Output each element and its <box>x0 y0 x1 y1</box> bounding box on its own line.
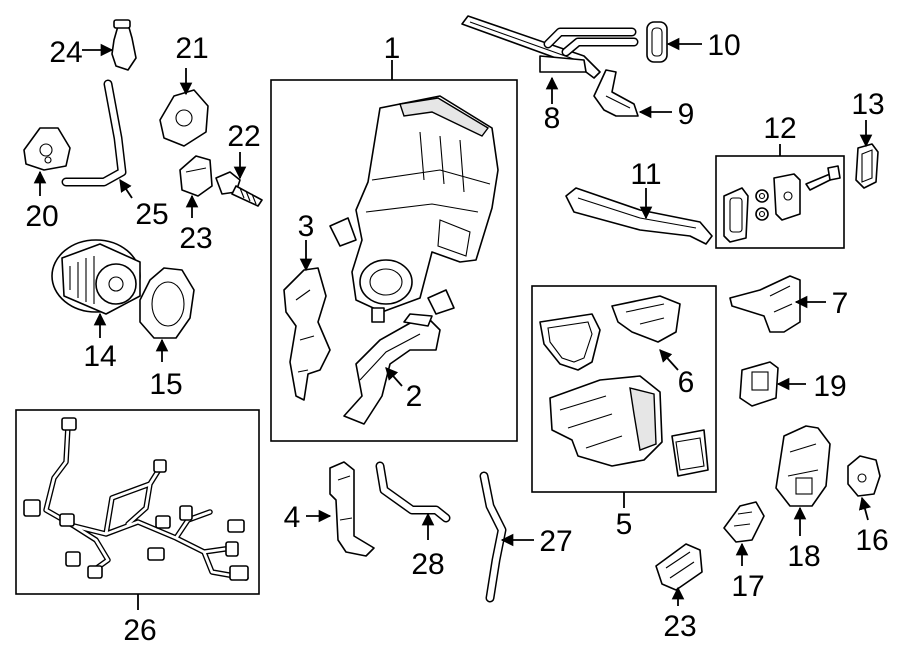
wiring-harness-part[interactable] <box>23 417 249 581</box>
leader-lines <box>33 37 873 610</box>
callout-9: 9 <box>678 98 695 131</box>
long-bracket-part[interactable] <box>565 187 713 245</box>
callout-16: 16 <box>855 524 888 557</box>
callout-17: 17 <box>731 570 764 603</box>
heater-hose-upper-part[interactable] <box>61 79 127 187</box>
callout-19: 19 <box>813 370 846 403</box>
callout-1: 1 <box>384 32 401 65</box>
callout-15: 15 <box>149 368 182 401</box>
callout-26: 26 <box>123 614 156 647</box>
control-module-part[interactable] <box>739 361 779 407</box>
grommet-part[interactable] <box>646 21 668 63</box>
callout-22: 22 <box>227 120 260 153</box>
callout-2: 2 <box>406 380 423 413</box>
callout-25: 25 <box>135 198 168 231</box>
callout-11: 11 <box>630 158 661 191</box>
callout-10: 10 <box>707 29 740 62</box>
heater-hose-left-part[interactable] <box>375 461 451 523</box>
gasket-part[interactable] <box>539 313 601 371</box>
blower-housing-part[interactable] <box>139 267 195 339</box>
callout-24: 24 <box>49 36 82 69</box>
callout-20: 20 <box>25 200 58 233</box>
callout-23-lower: 23 <box>663 610 696 643</box>
duct-part[interactable] <box>343 313 441 425</box>
heater-case-part[interactable] <box>351 95 499 323</box>
sensor-bracket-part[interactable] <box>593 69 639 117</box>
valve-kit-part[interactable] <box>723 165 841 243</box>
relay-upper-part[interactable] <box>179 155 213 197</box>
blower-motor-part[interactable] <box>51 239 141 315</box>
pipe-rail-part[interactable] <box>461 15 639 79</box>
callout-labels: 1 2 3 4 5 6 7 8 9 10 11 12 13 14 15 16 1… <box>25 29 888 647</box>
callout-12: 12 <box>763 112 796 145</box>
group-frame-26 <box>15 409 260 595</box>
callout-23-upper: 23 <box>179 222 212 255</box>
callout-14: 14 <box>83 340 116 373</box>
bolt-part[interactable] <box>215 171 263 207</box>
callout-8: 8 <box>544 102 561 135</box>
aspirator-part[interactable] <box>23 127 71 171</box>
callout-18: 18 <box>787 540 820 573</box>
bracket-upper-part[interactable] <box>729 275 801 333</box>
callout-21: 21 <box>175 32 208 65</box>
air-guide-part[interactable] <box>611 295 681 343</box>
callout-6: 6 <box>678 366 695 399</box>
water-valve-part[interactable] <box>111 19 137 71</box>
callout-4: 4 <box>284 501 301 534</box>
resistor-part[interactable] <box>723 501 765 543</box>
seal-piece-lower[interactable] <box>427 289 455 315</box>
seal-piece-upper[interactable] <box>329 217 357 247</box>
callout-13: 13 <box>851 88 884 121</box>
callout-3: 3 <box>298 210 315 243</box>
callout-5: 5 <box>616 508 633 541</box>
side-duct-part[interactable] <box>283 267 331 401</box>
callout-28: 28 <box>411 548 444 581</box>
heater-hose-right-part[interactable] <box>479 471 507 603</box>
bracket-part[interactable] <box>329 461 375 557</box>
actuator-small-part[interactable] <box>847 455 881 497</box>
callout-27: 27 <box>539 525 572 558</box>
seal-grommet-part[interactable] <box>855 143 879 189</box>
group-frame-1 <box>270 79 518 442</box>
callout-7: 7 <box>832 287 849 320</box>
mode-door-actuator-part[interactable] <box>775 425 831 507</box>
actuator-upper-part[interactable] <box>159 89 209 147</box>
lower-case-part[interactable] <box>549 375 663 467</box>
relay-lower-part[interactable] <box>655 543 703 591</box>
